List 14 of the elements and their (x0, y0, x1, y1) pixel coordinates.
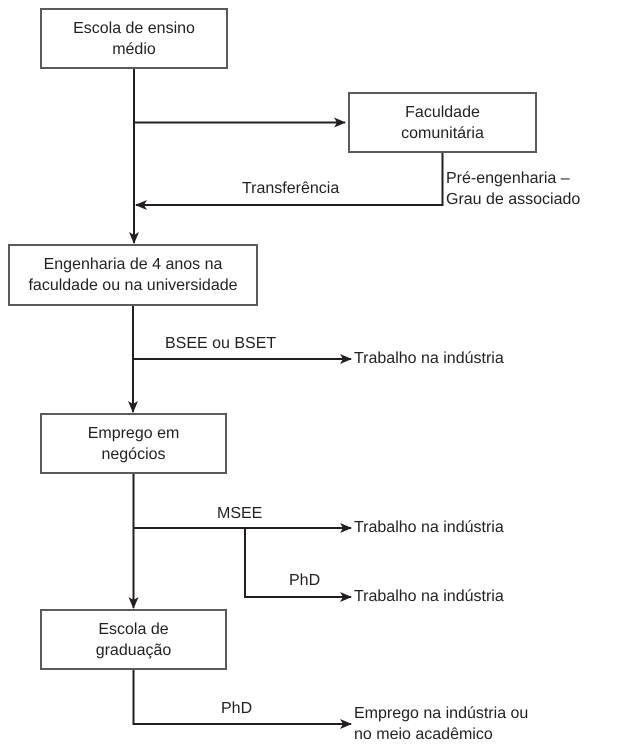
process-box: Faculdade comunitária (348, 92, 537, 153)
process-box: Emprego em negócios (40, 413, 227, 474)
arrow (135, 153, 444, 210)
outcome-text: Trabalho na indústria (354, 517, 554, 539)
arrow (128, 474, 138, 609)
arrow (129, 69, 139, 244)
outcome-text: Emprego na indústria ou no meio acadêmico (354, 703, 544, 745)
process-box: Engenharia de 4 anos na faculdade ou na universidade (8, 244, 258, 306)
process-box: Escola de ensino médio (40, 8, 228, 69)
outcome-text: Trabalho na indústria (354, 348, 554, 370)
process-box: Escola de graduação (40, 609, 227, 670)
note-text: Pré-engenharia – Grau de associado (446, 169, 582, 210)
outcome-text: Trabalho na indústria (354, 586, 554, 608)
arrow (132, 670, 352, 729)
